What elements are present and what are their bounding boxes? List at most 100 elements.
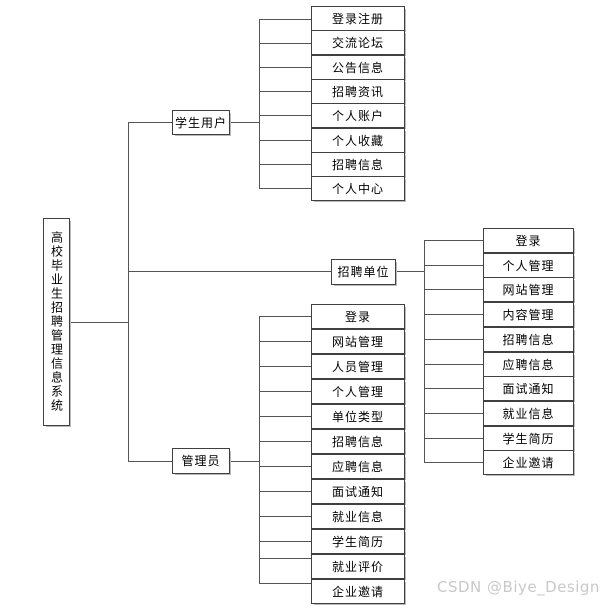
connector-employer-leaf-9 — [424, 462, 483, 463]
leaf-node[interactable]: 个人管理 — [311, 379, 405, 404]
connector-root-to-employer — [128, 271, 331, 272]
leaf-node[interactable]: 登录注册 — [311, 6, 405, 31]
leaf-node-label: 登录 — [344, 309, 371, 324]
leaf-node[interactable]: 公告信息 — [311, 55, 405, 80]
connector-root-stub — [70, 322, 129, 323]
leaf-node[interactable]: 个人中心 — [311, 176, 405, 201]
leaf-node-label: 个人收藏 — [331, 133, 384, 148]
branch-node-admin[interactable]: 管理员 — [172, 448, 230, 474]
connector-student-leaf-6 — [259, 164, 311, 165]
leaf-node[interactable]: 单位类型 — [311, 404, 405, 429]
leaf-node[interactable]: 就业评价 — [311, 554, 405, 579]
leaf-node[interactable]: 网站管理 — [311, 329, 405, 354]
connector-admin-leaf-9 — [259, 541, 311, 542]
root-node[interactable]: 高校毕业生招聘管理信息系统 — [43, 218, 70, 426]
leaf-node-label: 面试通知 — [331, 484, 384, 499]
leaf-node[interactable]: 学生简历 — [483, 426, 574, 451]
leaf-node-label: 人员管理 — [331, 359, 384, 374]
connector-employer-spine — [424, 240, 425, 462]
leaf-node-label: 个人账户 — [331, 108, 384, 123]
connector-admin-leaf-7 — [259, 491, 311, 492]
leaf-node[interactable]: 个人管理 — [483, 253, 574, 278]
leaf-node[interactable]: 个人账户 — [311, 103, 405, 128]
connector-employer-leaf-5 — [424, 364, 483, 365]
leaf-node[interactable]: 企业邀请 — [483, 450, 574, 475]
connector-student-leaf-4 — [259, 115, 311, 116]
leaf-node-label: 网站管理 — [331, 334, 384, 349]
leaf-node-label: 学生简历 — [502, 431, 555, 446]
connector-admin-leaf-4 — [259, 416, 311, 417]
leaf-node[interactable]: 招聘信息 — [311, 152, 405, 177]
leaf-node[interactable]: 登录 — [483, 228, 574, 253]
connector-student-leaf-5 — [259, 140, 311, 141]
leaf-node[interactable]: 登录 — [311, 304, 405, 329]
connector-student-leaf-7 — [259, 188, 311, 189]
connector-admin-spine — [259, 316, 260, 583]
connector-employer-leaf-4 — [424, 339, 483, 340]
connector-employer-stub — [396, 271, 424, 272]
leaf-node[interactable]: 网站管理 — [483, 277, 574, 302]
connector-admin-leaf-3 — [259, 391, 311, 392]
leaf-node[interactable]: 学生简历 — [311, 529, 405, 554]
leaf-node[interactable]: 交流论坛 — [311, 30, 405, 55]
connector-root-spine — [128, 122, 129, 462]
watermark-text: CSDN @Biye_Design — [437, 578, 600, 596]
leaf-node-label: 企业邀请 — [331, 584, 384, 599]
leaf-node-label: 公告信息 — [331, 60, 384, 75]
connector-student-spine — [259, 19, 260, 188]
branch-node-employer[interactable]: 招聘单位 — [331, 259, 396, 285]
leaf-node[interactable]: 就业信息 — [311, 504, 405, 529]
leaf-node[interactable]: 企业邀请 — [311, 579, 405, 604]
connector-student-leaf-3 — [259, 91, 311, 92]
leaf-node-label: 登录 — [515, 233, 542, 248]
branch-node-employer-label: 招聘单位 — [337, 265, 390, 279]
root-node-label: 高校毕业生招聘管理信息系统 — [49, 231, 64, 413]
leaf-node-label: 招聘信息 — [331, 157, 384, 172]
leaf-node[interactable]: 面试通知 — [483, 376, 574, 401]
connector-admin-leaf-1 — [259, 341, 311, 342]
connector-student-leaf-1 — [259, 43, 311, 44]
leaf-node[interactable]: 招聘信息 — [483, 327, 574, 352]
connector-student-leaf-0 — [259, 19, 311, 20]
leaf-node-label: 招聘信息 — [502, 332, 555, 347]
leaf-node[interactable]: 应聘信息 — [483, 352, 574, 377]
leaf-node-label: 企业邀请 — [502, 455, 555, 470]
connector-root-to-student — [128, 122, 172, 123]
leaf-node[interactable]: 人员管理 — [311, 354, 405, 379]
leaf-node-label: 交流论坛 — [331, 35, 384, 50]
leaf-node-label: 个人管理 — [502, 258, 555, 273]
connector-admin-leaf-0 — [259, 316, 311, 317]
leaf-node[interactable]: 就业信息 — [483, 401, 574, 426]
connector-admin-leaf-8 — [259, 516, 311, 517]
leaf-node-label: 面试通知 — [502, 381, 555, 396]
leaf-node-label: 招聘资讯 — [331, 84, 384, 99]
connector-admin-leaf-6 — [259, 466, 311, 467]
connector-admin-leaf-11 — [259, 583, 311, 584]
connector-employer-leaf-3 — [424, 314, 483, 315]
leaf-node[interactable]: 个人收藏 — [311, 128, 405, 153]
branch-node-student-label: 学生用户 — [174, 115, 227, 130]
leaf-node-label: 个人管理 — [331, 384, 384, 399]
connector-employer-leaf-0 — [424, 240, 483, 241]
leaf-node[interactable]: 应聘信息 — [311, 454, 405, 479]
leaf-node-label: 单位类型 — [331, 409, 384, 424]
leaf-node-label: 就业评价 — [331, 559, 384, 574]
connector-employer-leaf-8 — [424, 438, 483, 439]
leaf-node[interactable]: 招聘信息 — [311, 429, 405, 454]
connector-admin-leaf-5 — [259, 441, 311, 442]
branch-node-student[interactable]: 学生用户 — [172, 110, 230, 135]
connector-student-leaf-2 — [259, 67, 311, 68]
connector-admin-stub — [230, 461, 259, 462]
leaf-node-label: 应聘信息 — [502, 357, 555, 372]
leaf-node[interactable]: 面试通知 — [311, 479, 405, 504]
leaf-node-label: 网站管理 — [502, 282, 555, 297]
leaf-node[interactable]: 内容管理 — [483, 302, 574, 327]
connector-employer-leaf-7 — [424, 413, 483, 414]
connector-employer-leaf-2 — [424, 289, 483, 290]
connector-admin-leaf-2 — [259, 366, 311, 367]
leaf-node-label: 招聘信息 — [331, 434, 384, 449]
leaf-node[interactable]: 招聘资讯 — [311, 79, 405, 104]
connector-employer-leaf-1 — [424, 265, 483, 266]
leaf-node-label: 就业信息 — [502, 406, 555, 421]
leaf-node-label: 学生简历 — [331, 534, 384, 549]
